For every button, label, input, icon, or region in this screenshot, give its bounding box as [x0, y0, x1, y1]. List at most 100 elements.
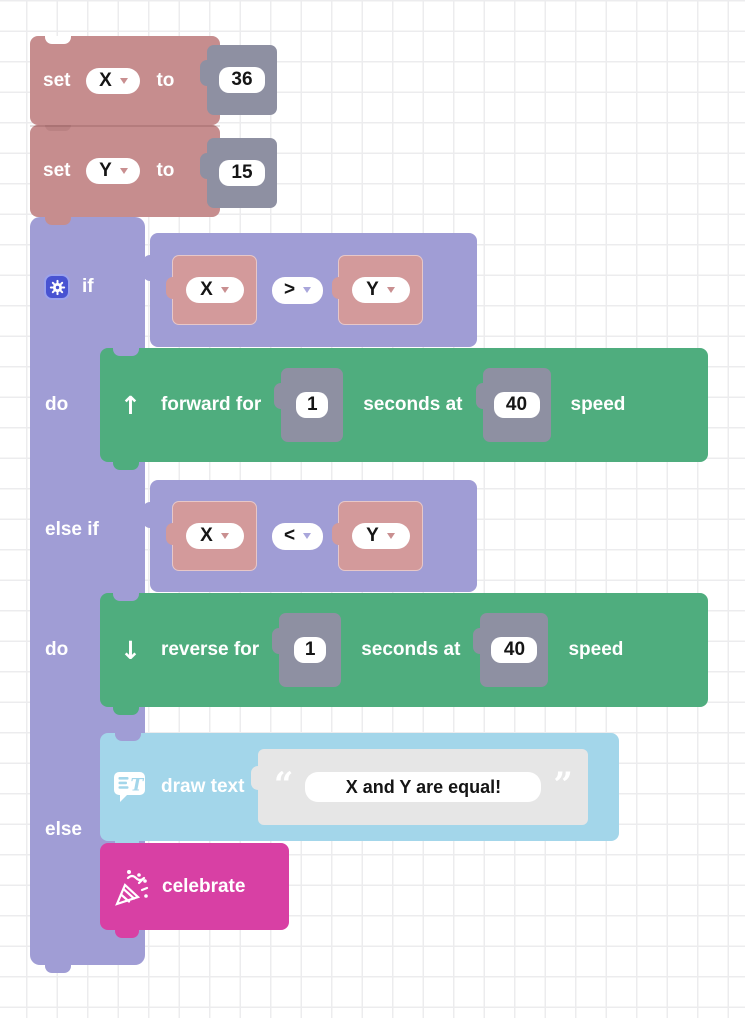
speed-field-2[interactable]: 40: [491, 637, 538, 663]
dropdown-arrow-icon: [386, 533, 395, 539]
close-quote: ”: [553, 765, 573, 805]
variable-x-dropdown[interactable]: X: [185, 523, 244, 549]
value-connector-tab: [200, 153, 208, 179]
speed-label: speed: [570, 394, 626, 415]
variable-y-dropdown-value: Y: [99, 160, 112, 181]
to-label: to: [156, 160, 175, 181]
stack-seam: [30, 125, 220, 127]
text-string-block[interactable]: “ X and Y are equal! ”: [251, 749, 589, 825]
value-connector-tab: [251, 766, 260, 790]
up-arrow-icon: ↑: [120, 390, 141, 420]
value-connector-tab: [143, 255, 151, 281]
set-variable-y-block[interactable]: set Y to: [30, 125, 220, 217]
set-label: set: [43, 69, 71, 91]
dropdown-arrow-icon: [303, 287, 312, 293]
connector-notch: [113, 348, 139, 356]
celebrate-label: celebrate: [162, 875, 246, 897]
seconds-at-label: seconds at: [361, 639, 461, 660]
dropdown-arrow-icon: [119, 77, 128, 84]
to-label: to: [156, 69, 175, 91]
comparison-block-x-gt-y[interactable]: X > Y: [143, 233, 477, 347]
connector-tab: [113, 461, 139, 470]
variable-y-dropdown[interactable]: Y: [351, 277, 410, 303]
comparison-operator-dropdown[interactable]: <: [272, 522, 323, 550]
text-input-field[interactable]: X and Y are equal!: [305, 772, 542, 802]
variable-y-dropdown[interactable]: Y: [351, 523, 410, 549]
connector-tab: [115, 930, 139, 938]
dropdown-arrow-icon: [119, 168, 128, 174]
speed-label: speed: [568, 639, 624, 660]
down-arrow-icon: ↓: [120, 635, 141, 665]
comparison-block-x-lt-y[interactable]: X < Y: [143, 480, 477, 592]
open-quote: “: [273, 765, 294, 805]
top-notch: [45, 36, 71, 44]
variable-x-dropdown-value: X: [200, 279, 213, 300]
value-connector-tab: [475, 383, 484, 409]
number-36-block[interactable]: 36: [200, 45, 277, 115]
comparison-operator-dropdown[interactable]: >: [272, 276, 323, 304]
value-connector-tab: [473, 628, 482, 654]
reverse-block[interactable]: ↓ reverse for 1 seconds at 40 speed: [100, 593, 708, 715]
value-connector-tab: [200, 60, 208, 86]
connector-notch: [45, 125, 71, 131]
value-connector-tab: [143, 502, 151, 528]
value-connector-tab: [272, 628, 281, 654]
variable-x-dropdown-value: X: [99, 69, 112, 91]
duration-field-1[interactable]: 1: [296, 392, 329, 418]
set-label: set: [43, 160, 71, 181]
dropdown-arrow-icon: [386, 287, 395, 293]
variable-y-block[interactable]: Y: [332, 501, 423, 571]
duration-field-2[interactable]: 1: [294, 637, 327, 663]
number-36-field[interactable]: 36: [219, 67, 265, 93]
number-15-block[interactable]: 15: [200, 138, 277, 208]
dropdown-arrow-icon: [220, 533, 229, 539]
celebrate-block[interactable]: celebrate: [100, 843, 289, 938]
speech-bubble-text-icon: T: [114, 772, 145, 802]
variable-x-dropdown[interactable]: X: [185, 277, 244, 303]
comparison-operator-value: >: [283, 279, 296, 300]
variable-x-block[interactable]: X: [166, 255, 257, 325]
variable-x-block[interactable]: X: [166, 501, 257, 571]
speed-value-block-1[interactable]: 40: [475, 368, 551, 442]
party-popper-icon: [115, 869, 149, 906]
else-if-label: else if: [45, 519, 99, 540]
duration-value-block-1[interactable]: 1: [274, 368, 344, 442]
draw-text-block[interactable]: T draw text “ X and Y are equal! ”: [100, 733, 619, 849]
variable-y-dropdown-value: Y: [366, 279, 379, 300]
duration-value-block-2[interactable]: 1: [272, 613, 342, 687]
speed-field-1[interactable]: 40: [493, 392, 540, 418]
speed-value-block-2[interactable]: 40: [473, 613, 549, 687]
value-connector-tab: [166, 277, 174, 299]
connector-notch: [113, 593, 139, 601]
forward-block[interactable]: ↑ forward for 1 seconds at 40 speed: [100, 348, 708, 470]
variable-x-dropdown-value: X: [200, 525, 213, 546]
connector-tab: [45, 217, 71, 225]
do-label-2: do: [45, 639, 69, 660]
variable-x-dropdown[interactable]: X: [86, 67, 141, 94]
if-label: if: [82, 276, 94, 297]
dropdown-arrow-icon: [220, 287, 229, 293]
variable-y-block[interactable]: Y: [332, 255, 423, 325]
forward-for-label: forward for: [160, 394, 262, 415]
connector-tab: [113, 706, 139, 715]
else-label: else: [45, 819, 82, 840]
variable-y-dropdown-value: Y: [366, 525, 379, 546]
set-variable-x-block[interactable]: set X to: [30, 36, 220, 125]
connector-tab: [45, 964, 71, 973]
gear-glyph: [49, 279, 65, 295]
value-connector-tab: [332, 523, 340, 545]
mutator-gear-icon[interactable]: [44, 274, 70, 300]
seconds-at-label: seconds at: [363, 394, 463, 415]
comparison-operator-value: <: [283, 525, 296, 546]
variable-y-dropdown[interactable]: Y: [86, 158, 141, 184]
reverse-for-label: reverse for: [160, 639, 260, 660]
value-connector-tab: [274, 383, 283, 409]
connector-notch: [115, 733, 141, 741]
number-15-field[interactable]: 15: [219, 160, 265, 186]
dropdown-arrow-icon: [303, 533, 312, 539]
value-connector-tab: [332, 277, 340, 299]
draw-text-label: draw text: [161, 776, 245, 797]
value-connector-tab: [166, 523, 174, 545]
svg-text:T: T: [131, 776, 145, 796]
